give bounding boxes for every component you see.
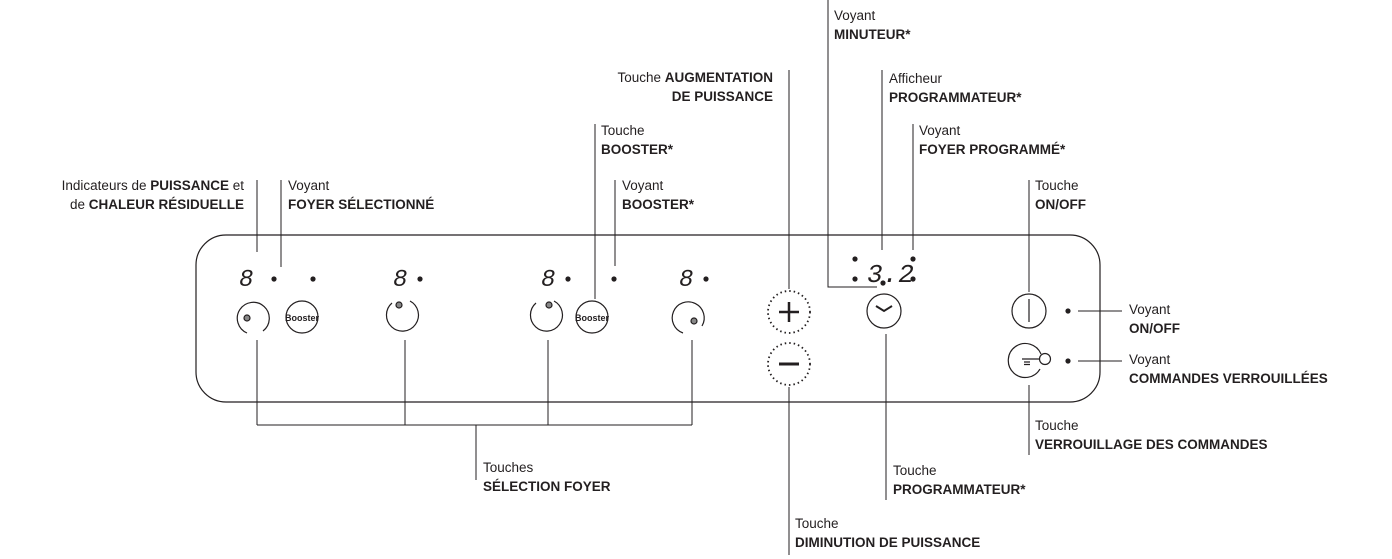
zone-led-2	[417, 276, 423, 282]
onoff-led	[1065, 308, 1071, 314]
lock-key[interactable]	[1007, 342, 1052, 379]
booster-icon: Booster	[285, 313, 320, 323]
minuteur-led	[880, 280, 886, 286]
timer-colon-left-top	[852, 256, 858, 262]
zone-display-2: 8	[393, 267, 407, 294]
programmateur-key[interactable]	[866, 293, 902, 329]
zone-key-1[interactable]	[236, 301, 270, 334]
booster-key-1[interactable]: Booster	[285, 300, 320, 334]
booster-led-2	[611, 276, 617, 282]
zone-led-3	[565, 276, 571, 282]
booster-key-2[interactable]: Booster	[575, 300, 610, 334]
selected-zone-led	[271, 276, 277, 282]
zone-display-4: 8	[679, 267, 693, 294]
zone-display-3: 8	[541, 267, 555, 294]
lock-led	[1065, 358, 1071, 364]
onoff-key[interactable]	[1011, 293, 1047, 329]
minus-key[interactable]	[767, 342, 811, 386]
booster-led-1	[310, 276, 316, 282]
timer-colon-right-bottom	[910, 276, 916, 282]
timer-colon-left-bottom	[852, 276, 858, 282]
plus-key[interactable]	[767, 290, 811, 334]
leader-lines	[256, 0, 1122, 555]
zone-key-2[interactable]	[385, 300, 420, 332]
timer-display: 3.2	[867, 260, 914, 290]
plus-icon	[779, 302, 799, 322]
lock-key-icon	[1022, 358, 1039, 366]
panel-outline	[195, 234, 1101, 403]
zone-led-4	[703, 276, 709, 282]
zone-display-1: 8	[239, 267, 253, 294]
booster-icon: Booster	[575, 313, 610, 323]
timer-colon-right-top	[910, 256, 916, 262]
clock-icon	[875, 305, 893, 313]
label-indicateurs: Indicateurs de PUISSANCE et de CHALEUR R…	[61, 178, 244, 212]
zone-key-3[interactable]	[529, 300, 564, 332]
zone-key-4[interactable]	[671, 301, 705, 334]
